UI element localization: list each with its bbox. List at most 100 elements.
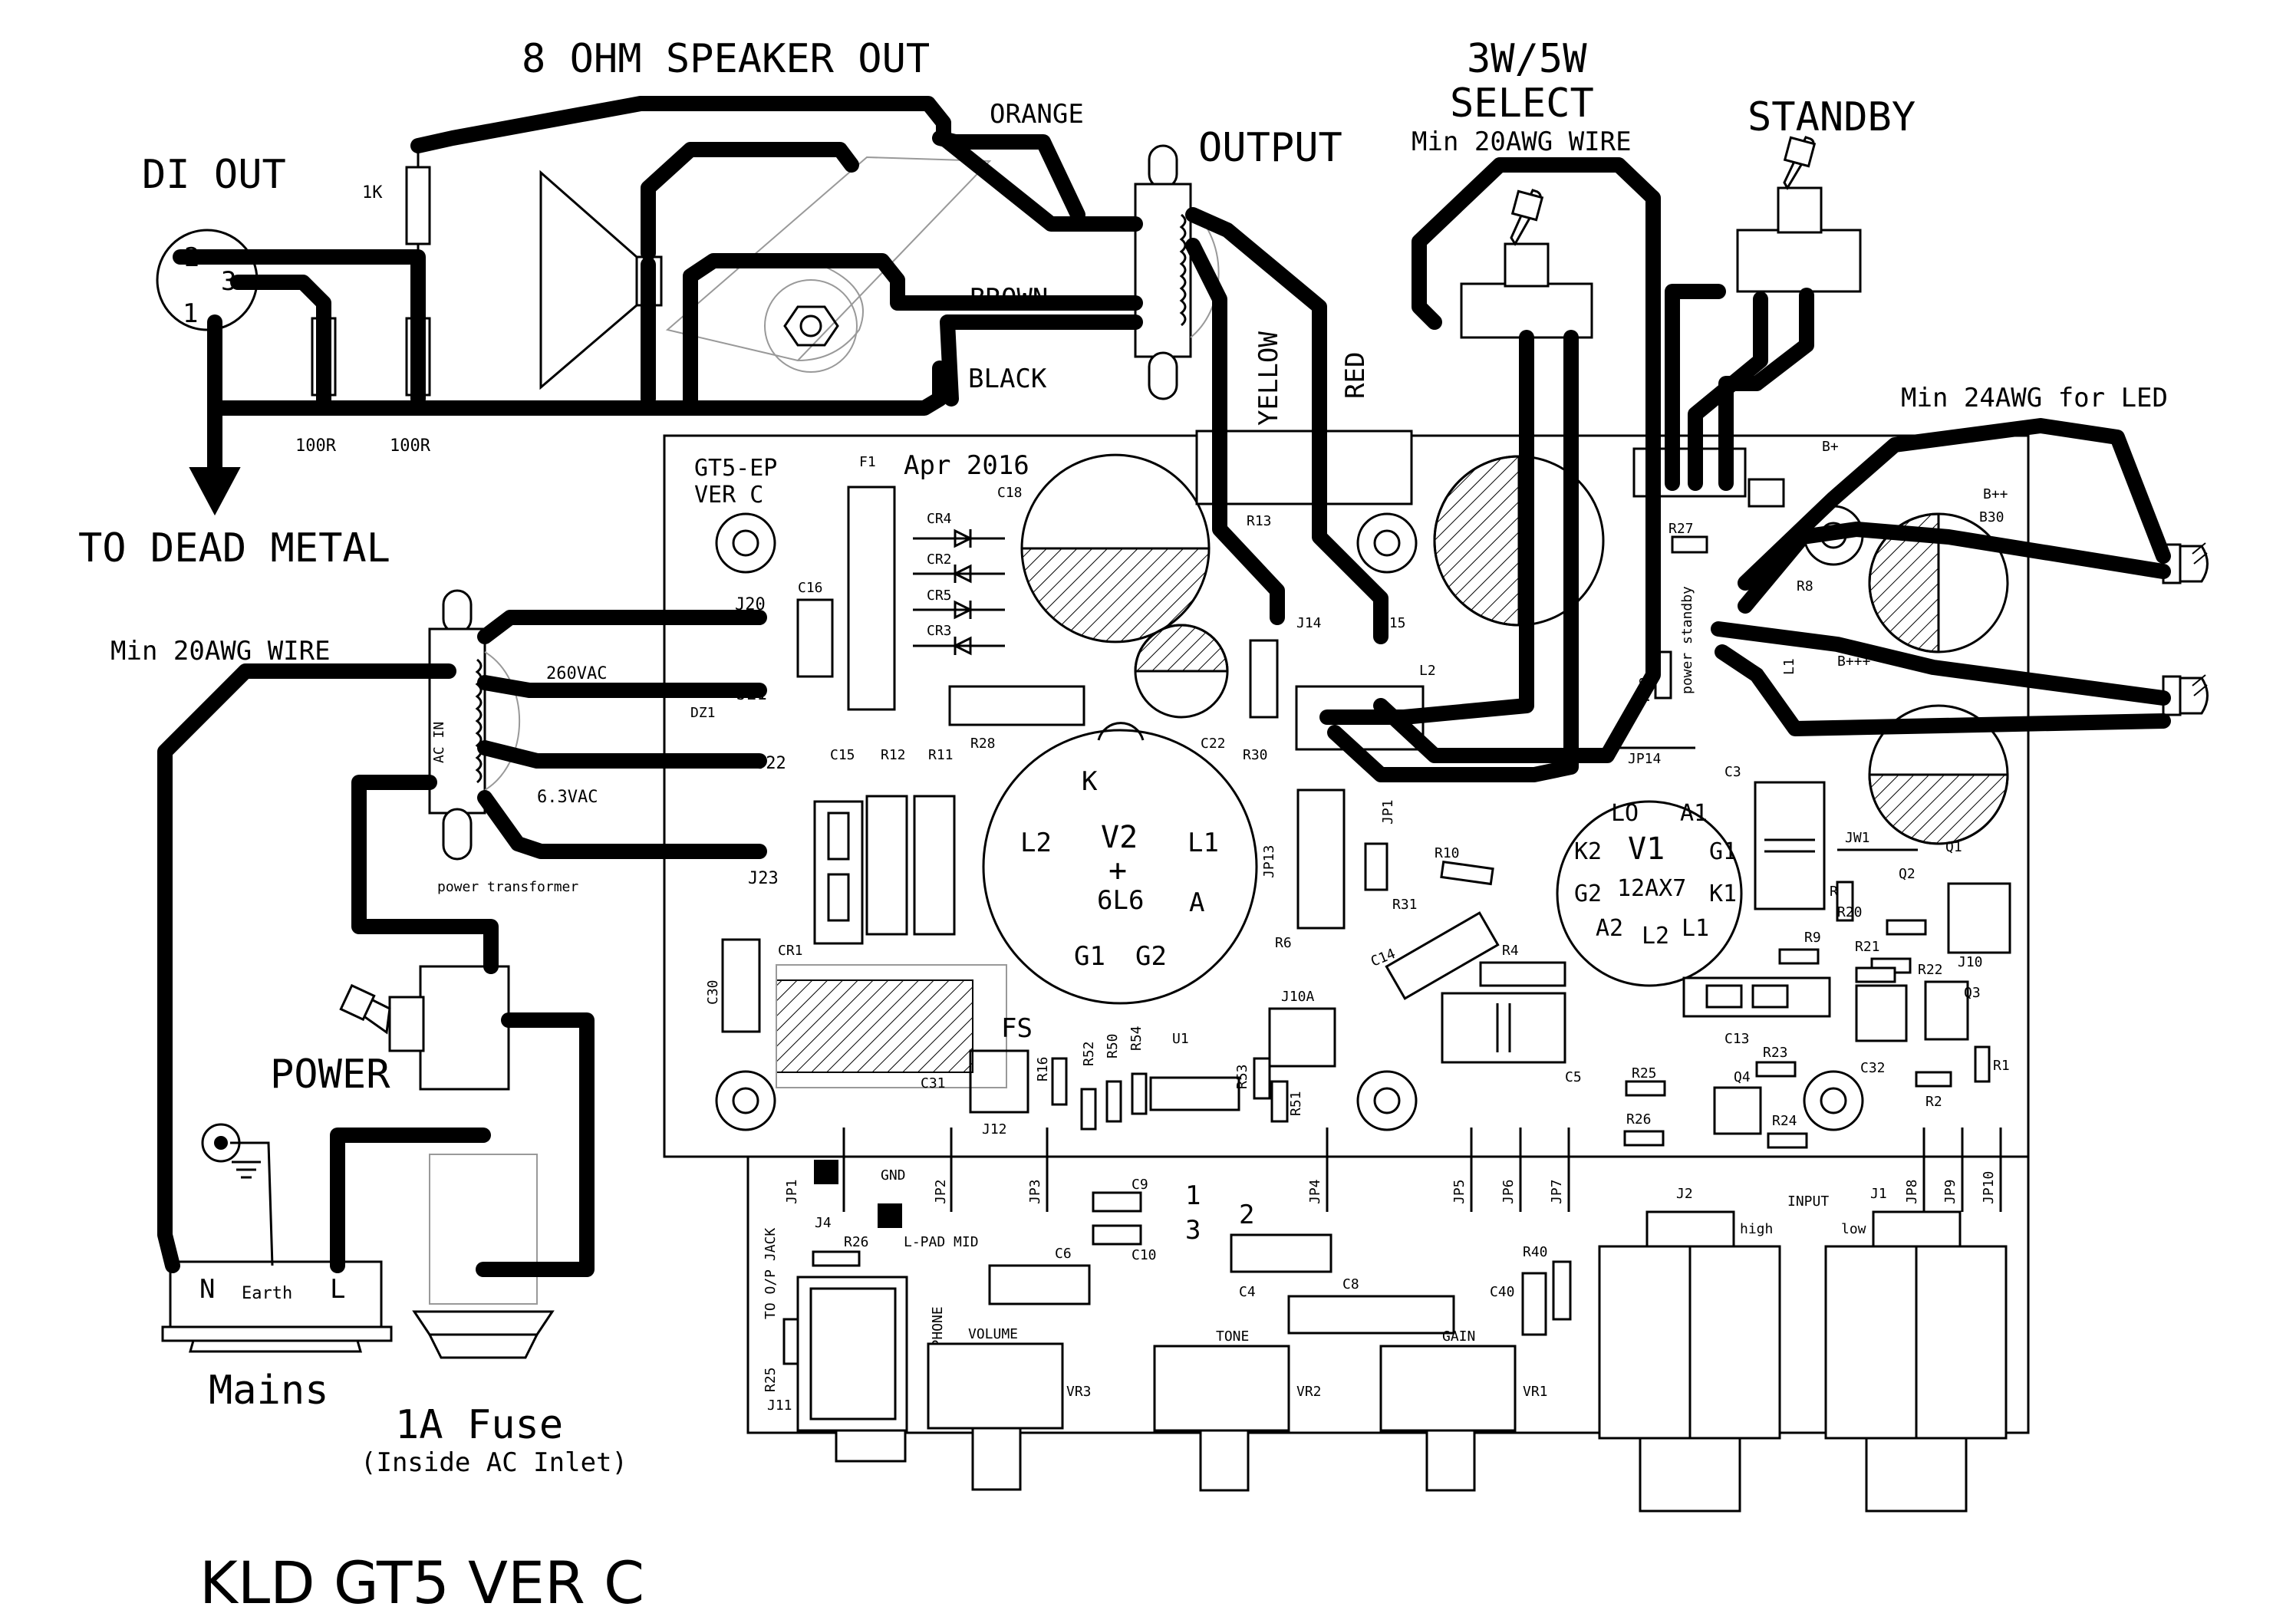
speaker-jack-body [665,156,992,373]
standby-label: STANDBY [1748,94,1916,140]
v1-pin-g1: G1 [1709,838,1737,865]
transistor-q4 [1713,1086,1762,1135]
r54-label: R54 [1128,1025,1145,1051]
capacitor-c3 [1754,781,1826,910]
v1-pin-g2: G2 [1574,881,1602,907]
gain-pot[interactable] [1379,1345,1517,1492]
r20-label: R20 [1837,904,1863,920]
r16-label: R16 [1035,1056,1051,1081]
r13-label: R13 [1247,513,1272,529]
r51-label: R51 [1288,1091,1304,1116]
resistor-r50 [1105,1080,1122,1123]
select-wire-note: Min 20AWG WIRE [1412,127,1632,157]
r23-label: R23 [1763,1045,1788,1061]
jack-j12 [969,1049,1029,1114]
resistor-r52 [1080,1088,1097,1131]
jumper-n3: 3 [1185,1215,1201,1246]
select-toggle-switch[interactable] [1460,189,1593,339]
wire-yellow-label: YELLOW [1253,331,1284,426]
resistor-r10 [1440,860,1494,886]
transistor-q3 [1924,980,1969,1041]
capacitor-c13 [1682,976,1831,1018]
v2-pin-g2: G2 [1135,941,1167,972]
r1-label: R1 [1993,1058,2010,1074]
cr5-label: CR5 [927,588,952,604]
resistor-100r-b-label: 100R [390,436,431,456]
r6-label: R6 [1275,935,1292,951]
r9-label: R9 [1804,930,1821,946]
resistor-r28 [948,685,1085,726]
jp10-label: JP10 [1981,1171,1997,1204]
resistor-front-r25 [782,1318,799,1365]
earphone-jack[interactable] [796,1276,908,1463]
capacitor-c15 [813,800,864,945]
resistor-r4 [1479,961,1566,987]
gnd-label: GND [881,1167,906,1184]
cr1-body [776,964,1007,1088]
resistor-r27 [1671,535,1708,554]
speaker-out-label: 8 OHM SPEAKER OUT [522,36,930,82]
c6-label: C6 [1055,1246,1072,1262]
ground-icon [201,1123,261,1179]
wire-black-label: BLACK [968,364,1047,394]
r27-label: R27 [1668,521,1694,537]
q4-label: Q4 [1734,1069,1751,1085]
q1-label: Q1 [1945,839,1962,855]
capacitor-c40 [1521,1272,1547,1336]
c10-label: C10 [1132,1247,1157,1263]
mains-l-label: L [330,1274,345,1305]
capacitor-c10 [1092,1224,1142,1246]
q2-label: Q2 [1899,866,1916,882]
q3-label: Q3 [1964,985,1981,1001]
c5-label: C5 [1565,1069,1582,1085]
c4-label: C4 [1239,1284,1256,1300]
c31-label: C31 [921,1075,946,1091]
jp1x-label: JP1 [1380,799,1396,825]
b30-label: B30 [1979,509,2004,525]
mounting-holes [715,505,1864,1131]
input-jack-high[interactable] [1598,1210,1781,1513]
cr4-label: CR4 [927,511,952,527]
resistor-r20 [1886,919,1927,936]
c30-label: C30 [705,979,721,1005]
tube-v1: V1 12AX7 LO A1 K2 G1 G2 K1 A2 L2 L1 [1556,800,1743,987]
c8-label: C8 [1342,1276,1359,1292]
power-toggle-switch[interactable] [339,965,510,1091]
resistor-r7 [1836,881,1854,922]
resistor-r24 [1767,1132,1808,1149]
r8-label: R8 [1797,578,1813,594]
j4-label: J4 [815,1215,832,1231]
tone-pot[interactable] [1153,1345,1290,1492]
jumper-n2: 2 [1239,1200,1254,1230]
r4-label: R4 [1502,943,1519,959]
c13-label: C13 [1724,1031,1750,1047]
r2-label: R2 [1925,1094,1942,1110]
v2-name: V2 [1101,820,1138,855]
capacitor-c8 [1287,1295,1455,1335]
j10a-label: J10A [1281,989,1315,1005]
di-pin-3: 3 [221,266,236,297]
resistor-r9 [1778,948,1820,965]
lpad-pad [878,1203,902,1228]
resistor-r26 [1623,1130,1665,1147]
input-jack-low[interactable] [1824,1210,2008,1513]
resistor-1k-label: 1K [362,183,383,202]
j23-label: J23 [748,869,779,888]
jack-j10a [1268,1007,1336,1068]
tone-label: TONE [1216,1328,1249,1345]
r50-label: R50 [1105,1033,1121,1058]
mains-inlet [161,1154,555,1359]
r22-label: R22 [1918,962,1943,978]
b-plus-label: B+ [1822,439,1839,455]
jp6-label: JP6 [1500,1179,1517,1204]
resistor-100r-a-label: 100R [295,436,337,456]
resistor-r54 [1131,1072,1148,1115]
tube-v2: V2 + 6L6 K L2 L1 A G1 G2 [982,722,1258,1005]
jp3-label: JP3 [1027,1179,1043,1204]
volume-pot[interactable] [927,1342,1064,1491]
l2-label: L2 [1419,663,1436,679]
v2-pin-l2: L2 [1020,828,1052,858]
resistor-r12 [865,795,908,936]
vr2-label: VR2 [1296,1384,1322,1400]
standby-toggle-switch[interactable] [1736,136,1862,293]
